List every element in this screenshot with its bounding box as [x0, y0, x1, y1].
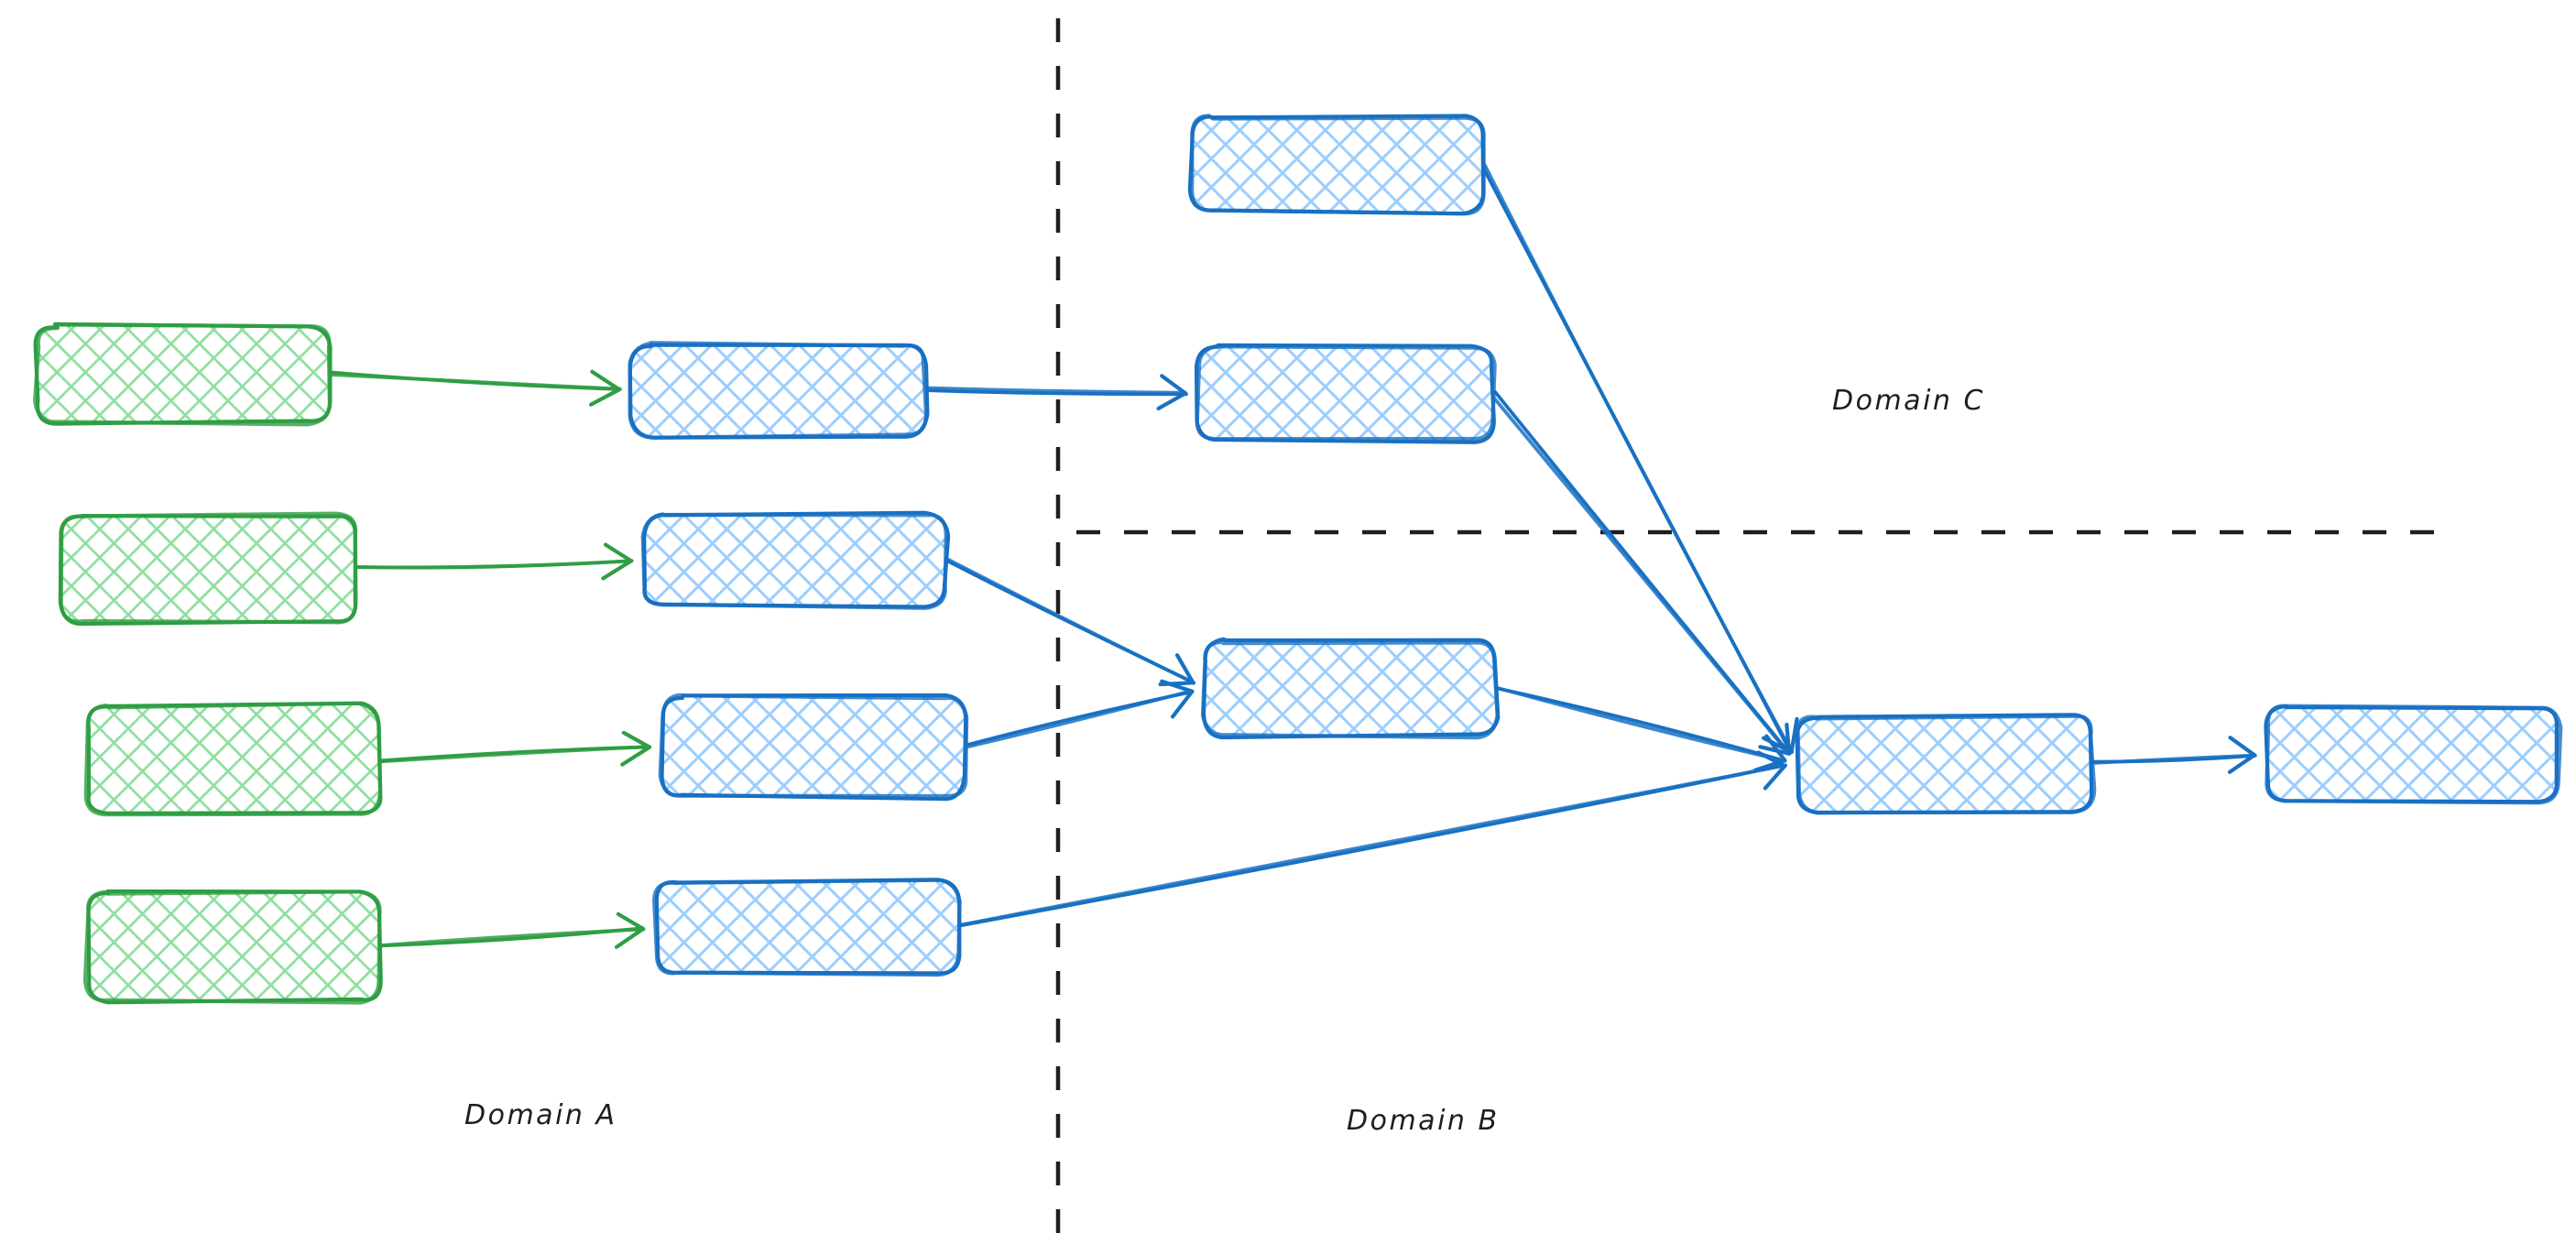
- node-a4[interactable]: [82, 889, 383, 1005]
- edge-c1-to-d1: [1479, 162, 1799, 755]
- node-b4[interactable]: [651, 878, 962, 977]
- edge-b3-to-c3: [962, 679, 1195, 749]
- node-a1[interactable]: [32, 322, 333, 427]
- edge-a3-to-b3: [377, 730, 652, 767]
- edge-a1-to-b1: [328, 369, 622, 407]
- edge-a4-to-b4: [377, 911, 646, 949]
- node-b1[interactable]: [628, 341, 930, 440]
- node-layer: [32, 114, 2563, 1005]
- edge-a2-to-b2: [352, 542, 634, 581]
- edge-c3-to-d1: [1491, 685, 1787, 772]
- node-e1[interactable]: [2264, 704, 2563, 805]
- divider-layer: [1055, 18, 2444, 1235]
- edge-b2-to-c3: [942, 557, 1196, 687]
- edge-layer: [328, 162, 2257, 949]
- domain-label-c: Domain C: [1832, 385, 1985, 417]
- edge-c2-to-d1: [1490, 389, 1792, 756]
- node-c2[interactable]: [1194, 343, 1497, 444]
- node-b3[interactable]: [658, 693, 969, 802]
- domain-label-b: Domain B: [1347, 1105, 1500, 1137]
- node-b2[interactable]: [640, 510, 951, 610]
- node-c3[interactable]: [1200, 637, 1501, 740]
- node-c1[interactable]: [1187, 114, 1486, 216]
- node-a3[interactable]: [83, 701, 383, 817]
- edge-b4-to-d1: [954, 750, 1788, 928]
- domain-label-a: Domain A: [464, 1099, 617, 1131]
- node-d1[interactable]: [1795, 713, 2097, 815]
- node-a2[interactable]: [58, 511, 358, 627]
- edge-b1-to-c2: [922, 374, 1188, 411]
- edge-d1-to-e1: [2090, 736, 2257, 774]
